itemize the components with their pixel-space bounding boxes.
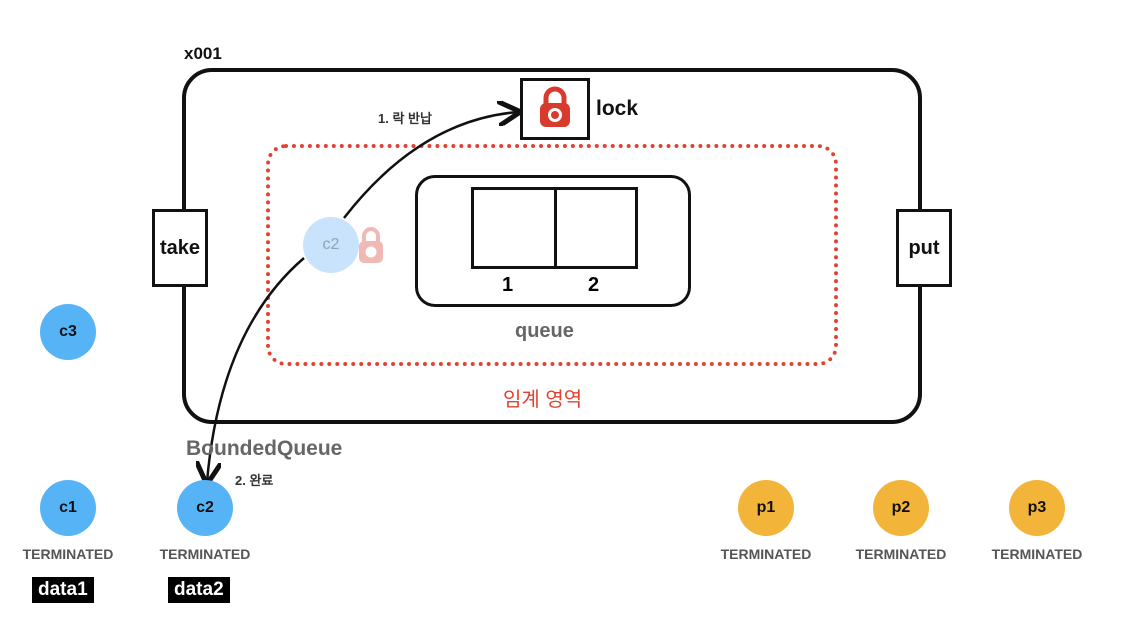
queue-slot-index: 1: [502, 274, 514, 296]
put-method-box: put: [896, 209, 952, 287]
thread-c1-status: TERMINATED: [22, 546, 114, 562]
queue-slot: [554, 187, 638, 269]
thread-p3: p3: [1009, 480, 1065, 536]
queue-slot-index: 2: [588, 274, 600, 296]
thread-c2-data: data2: [168, 577, 230, 603]
lock-label: lock: [596, 97, 639, 120]
critical-section-box: [266, 144, 838, 366]
padlock-icon: [537, 85, 573, 134]
ghost-thread-c2: c2: [303, 217, 359, 273]
critical-section-label: 임계 영역: [503, 389, 583, 411]
thread-p3-status: TERMINATED: [991, 546, 1083, 562]
object-id-label: x001: [184, 44, 222, 63]
queue-label: queue: [515, 320, 574, 342]
thread-p2-status: TERMINATED: [855, 546, 947, 562]
faded-padlock-icon: [357, 225, 385, 272]
thread-c3: c3: [40, 304, 96, 360]
thread-c1-data: data1: [32, 577, 94, 603]
done-arrow: [207, 257, 305, 482]
queue-box: [415, 175, 691, 307]
thread-p1-status: TERMINATED: [720, 546, 812, 562]
step-return-lock-label: 1. 락 반납: [378, 111, 432, 126]
step-done-label: 2. 완료: [235, 473, 274, 488]
take-method-box: take: [152, 209, 208, 287]
thread-c2-status: TERMINATED: [159, 546, 251, 562]
bounded-queue-label: BoundedQueue: [186, 437, 343, 460]
return-lock-arrow: [343, 112, 518, 219]
thread-p1: p1: [738, 480, 794, 536]
thread-c2: c2: [177, 480, 233, 536]
thread-p2: p2: [873, 480, 929, 536]
lock-box: [520, 78, 590, 140]
thread-c1: c1: [40, 480, 96, 536]
